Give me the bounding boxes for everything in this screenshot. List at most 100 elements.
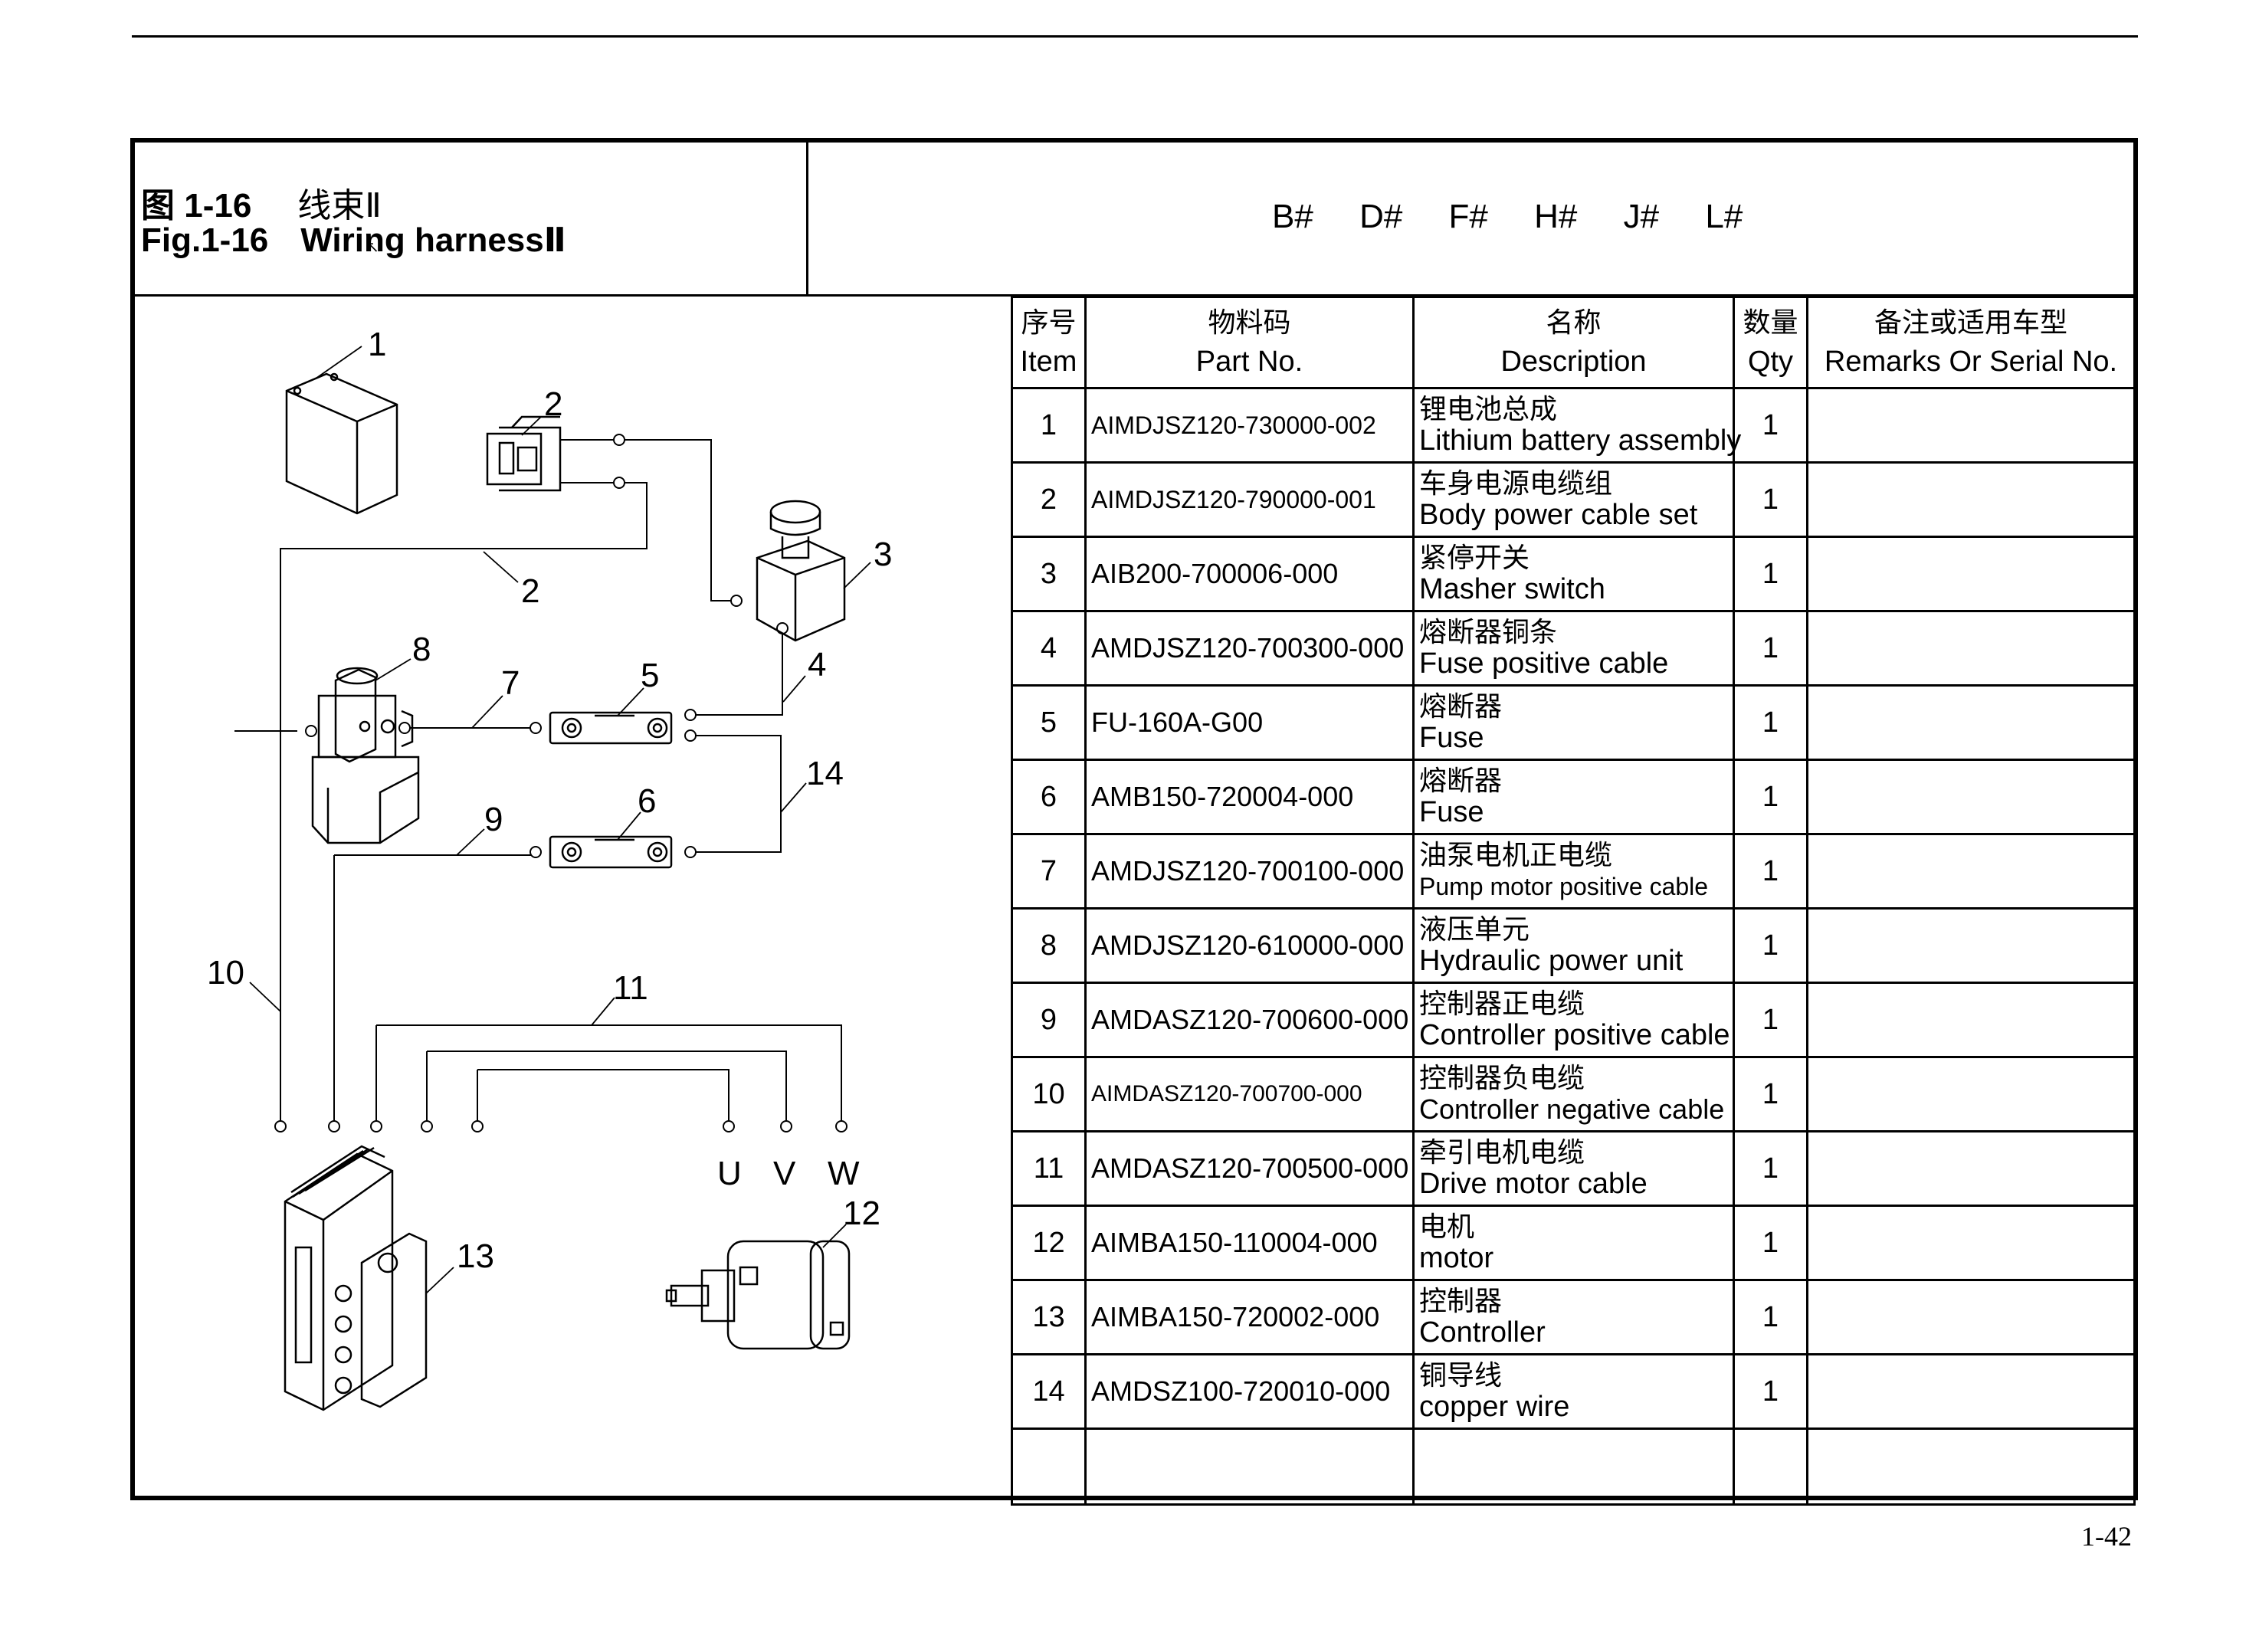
callout-11: 11 xyxy=(613,969,648,1007)
connector-block-drawing xyxy=(486,415,562,492)
cell-item: 12 xyxy=(1011,1205,1087,1281)
figure-label-cn: 图 1-16 xyxy=(141,187,252,225)
cell-qty: 1 xyxy=(1733,461,1808,538)
cell-item: 5 xyxy=(1011,684,1087,761)
cell-item: 9 xyxy=(1011,982,1087,1058)
hydraulic-unit-drawing xyxy=(311,667,420,844)
cell-part-no: AIMDJSZ120-790000-001 xyxy=(1084,461,1415,538)
callout-2: 2 xyxy=(521,572,539,610)
cell-remarks xyxy=(1806,1279,2136,1355)
figure-title-cn: 图 1-16 线束Ⅱ xyxy=(141,178,382,227)
cell-item: 4 xyxy=(1011,610,1087,687)
terminal-w-label: W xyxy=(828,1155,860,1192)
emergency-switch-drawing xyxy=(756,500,846,642)
cell-qty: 1 xyxy=(1733,684,1808,761)
motor-drawing xyxy=(665,1240,851,1350)
terminal-v-label: V xyxy=(773,1155,796,1192)
wiring-diagram: 1 2 2 3 4 5 6 7 8 9 10 11 12 13 14 U V W xyxy=(135,297,1008,1496)
figure-name-en: Wiring harnessⅡ xyxy=(300,221,566,259)
cell-qty: 1 xyxy=(1733,536,1808,612)
callout-3: 3 xyxy=(874,536,892,573)
controller-drawing xyxy=(284,1145,428,1411)
terminal-dots xyxy=(274,434,848,1132)
cell-remarks xyxy=(1806,1353,2136,1430)
cell-item: 7 xyxy=(1011,833,1087,910)
cell-part-no: AIMBA150-720002-000 xyxy=(1084,1279,1415,1355)
cell-part-no: AMDJSZ120-700300-000 xyxy=(1084,610,1415,687)
cell-part-no: AMDSZ100-720010-000 xyxy=(1084,1353,1415,1430)
cell-remarks xyxy=(1806,759,2136,835)
callout-10: 10 xyxy=(207,954,244,992)
cell-part-no: AMB150-720004-000 xyxy=(1084,759,1415,835)
cell-item: 3 xyxy=(1011,536,1087,612)
cell-item: 11 xyxy=(1011,1130,1087,1207)
callout-9: 9 xyxy=(484,801,503,838)
callout-8: 8 xyxy=(412,631,431,668)
terminal-u-label: U xyxy=(717,1155,742,1192)
cell-remarks xyxy=(1806,907,2136,984)
table-row-empty xyxy=(1011,1427,2136,1506)
figure-name-cn: 线束Ⅱ xyxy=(297,186,382,225)
cell-item: 8 xyxy=(1011,907,1087,984)
cell-item: 10 xyxy=(1011,1056,1087,1132)
cell-remarks xyxy=(1806,461,2136,538)
callout-2: 2 xyxy=(544,385,562,423)
header-vertical-divider xyxy=(806,138,808,296)
cell-remarks xyxy=(1806,536,2136,612)
cell-qty: 1 xyxy=(1733,387,1808,464)
cell-qty: 1 xyxy=(1733,1205,1808,1281)
cell-remarks xyxy=(1806,833,2136,910)
callout-1: 1 xyxy=(368,326,386,363)
cell-part-no: AMDASZ120-700600-000 xyxy=(1084,982,1415,1058)
cell-part-no: AMDJSZ120-610000-000 xyxy=(1084,907,1415,984)
callout-12: 12 xyxy=(843,1195,880,1232)
serial-list: B# D# F# H# J# L# xyxy=(1272,198,1779,236)
cell-item: 13 xyxy=(1011,1279,1087,1355)
cell-remarks xyxy=(1806,684,2136,761)
callout-6: 6 xyxy=(638,782,656,820)
cell-qty: 1 xyxy=(1733,982,1808,1058)
top-rule xyxy=(132,35,2138,38)
serial-item: H# xyxy=(1534,198,1578,235)
battery-drawing xyxy=(285,372,398,515)
mouse-cursor-icon: ↖ xyxy=(366,239,379,256)
callout-14: 14 xyxy=(806,755,844,792)
leader-lines xyxy=(249,346,871,1294)
serial-item: F# xyxy=(1448,198,1488,235)
callout-7: 7 xyxy=(501,664,520,702)
serial-item: D# xyxy=(1359,198,1403,235)
cell-qty: 1 xyxy=(1733,610,1808,687)
cell-part-no: AIMDJSZ120-730000-002 xyxy=(1084,387,1415,464)
cell-remarks xyxy=(1806,1130,2136,1207)
cell-item: 6 xyxy=(1011,759,1087,835)
